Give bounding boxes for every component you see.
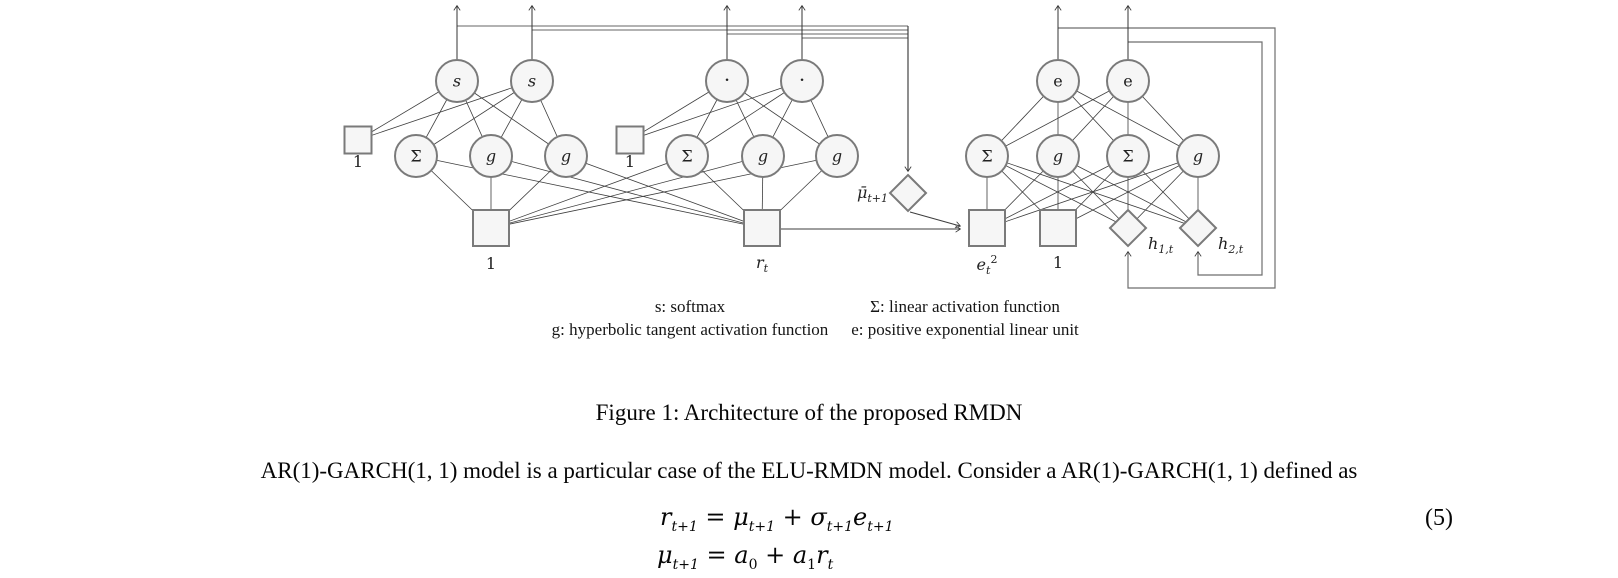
node-d1 xyxy=(705,59,749,103)
label-h1t: h1,t xyxy=(1148,234,1174,256)
node-symbol-g6: g xyxy=(1193,147,1203,166)
equation-term: e xyxy=(853,503,868,531)
equation-term: μ xyxy=(657,541,673,569)
equation-term: = xyxy=(697,503,734,531)
label-mu-bar: μ̄t+1 xyxy=(857,183,888,205)
node-b1 xyxy=(343,125,373,155)
edge-inr-g1 xyxy=(490,155,763,229)
label-bias2: 1 xyxy=(625,152,635,171)
equation-term: + xyxy=(775,503,811,531)
equation-term: a xyxy=(792,541,808,569)
node-symbol-d1: · xyxy=(724,68,730,92)
node-symbol-g2: g xyxy=(561,147,571,166)
label-bias1: 1 xyxy=(353,152,363,171)
equation-term: r xyxy=(816,541,828,569)
node-g3 xyxy=(741,134,785,178)
node-h1 xyxy=(1108,208,1148,248)
legend-item-elu: e: positive exponential linear unit xyxy=(851,320,1079,339)
node-symbol-g5: g xyxy=(1053,147,1063,166)
node-g6 xyxy=(1176,134,1220,178)
equation-subscript: 0 xyxy=(748,556,758,573)
node-s1 xyxy=(435,59,479,103)
equation-term: r xyxy=(660,503,672,531)
edge-S2-d2 xyxy=(686,80,803,157)
node-in1 xyxy=(472,209,510,247)
node-symbol-e2: e xyxy=(1123,72,1132,91)
equation-term: + xyxy=(757,541,793,569)
node-symbol-S1: Σ xyxy=(410,147,421,166)
label-input-rt: rt xyxy=(756,253,769,275)
node-symbol-g1: g xyxy=(486,147,496,166)
recurrent-h2 xyxy=(1128,41,1263,276)
edge-inr-S1 xyxy=(415,155,763,229)
node-S3 xyxy=(965,134,1009,178)
node-e1 xyxy=(1036,59,1080,103)
equation-term: = xyxy=(698,541,735,569)
edge-g4-d1 xyxy=(726,80,838,157)
node-h2 xyxy=(1178,208,1218,248)
equation-term: μ xyxy=(733,503,749,531)
node-S2 xyxy=(665,134,709,178)
label-input-et2: et2 xyxy=(977,253,998,277)
equation-term: σ xyxy=(810,503,827,531)
legend-item-tanh: g: hyperbolic tangent activation functio… xyxy=(551,320,829,339)
node-e2 xyxy=(1106,59,1150,103)
edge-h1-S3 xyxy=(986,155,1129,229)
equation-subscript: t xyxy=(827,556,834,573)
edge-h2-S3 xyxy=(986,155,1199,229)
node-S1 xyxy=(394,134,438,178)
node-symbol-s2: s xyxy=(528,72,536,91)
equation-subscript: t+1 xyxy=(867,518,894,535)
equation-subscript: t+1 xyxy=(826,518,854,535)
node-S4 xyxy=(1106,134,1150,178)
edge-h2-g5 xyxy=(1057,155,1199,229)
label-input-one2: 1 xyxy=(1053,253,1063,272)
mu-to-et2 xyxy=(909,211,962,229)
node-symbol-e1: e xyxy=(1053,72,1062,91)
edge-g6-e1 xyxy=(1057,80,1199,157)
equation-subscript: t+1 xyxy=(672,556,699,573)
edge-g2-s1 xyxy=(456,80,567,157)
equation-subscript: t+1 xyxy=(748,518,775,535)
equation-number: (5) xyxy=(1425,505,1453,531)
node-symbol-g4: g xyxy=(832,147,842,166)
node-symbol-d2: · xyxy=(799,68,805,92)
node-symbol-S4: Σ xyxy=(1122,147,1133,166)
node-d2 xyxy=(780,59,824,103)
edge-b2-d2 xyxy=(629,80,803,141)
node-symbol-s1: s xyxy=(453,72,461,91)
legend-column-activations-left: s: softmax g: hyperbolic tangent activat… xyxy=(515,295,865,341)
equation-subscript: 1 xyxy=(807,556,817,573)
equation-return: rt+1 = μt+1 + σt+1et+1 xyxy=(660,503,894,535)
node-symbol-S2: Σ xyxy=(681,147,692,166)
edge-inr-g2 xyxy=(565,155,763,229)
equation-mean: μt+1 = a0 + a1rt xyxy=(657,541,833,573)
legend-column-activations-right: Σ: linear activation function e: positiv… xyxy=(805,295,1125,341)
recurrent-h1 xyxy=(1058,27,1276,289)
legend-item-linear: Σ: linear activation function xyxy=(870,297,1060,316)
node-g2 xyxy=(544,134,588,178)
figure-caption: Figure 1: Architecture of the proposed R… xyxy=(595,400,1023,425)
node-g4 xyxy=(815,134,859,178)
equation-subscript: t+1 xyxy=(671,518,698,535)
node-b2 xyxy=(615,125,645,155)
node-symbol-g3: g xyxy=(758,147,768,166)
node-in2 xyxy=(1039,209,1077,247)
node-g5 xyxy=(1036,134,1080,178)
node-ine xyxy=(968,209,1006,247)
node-g1 xyxy=(469,134,513,178)
label-h2t: h2,t xyxy=(1218,234,1244,256)
node-symbol-S3: Σ xyxy=(981,147,992,166)
legend-item-softmax: s: softmax xyxy=(654,297,726,316)
equation-term: a xyxy=(734,541,749,569)
edge-b1-s2 xyxy=(357,80,533,141)
edge-S3-e2 xyxy=(986,80,1129,157)
node-inr xyxy=(743,209,781,247)
body-paragraph: AR(1)-GARCH(1, 1) model is a particular … xyxy=(260,458,1358,483)
node-s2 xyxy=(510,59,554,103)
node-mu xyxy=(888,173,928,213)
label-input-one: 1 xyxy=(486,254,496,273)
